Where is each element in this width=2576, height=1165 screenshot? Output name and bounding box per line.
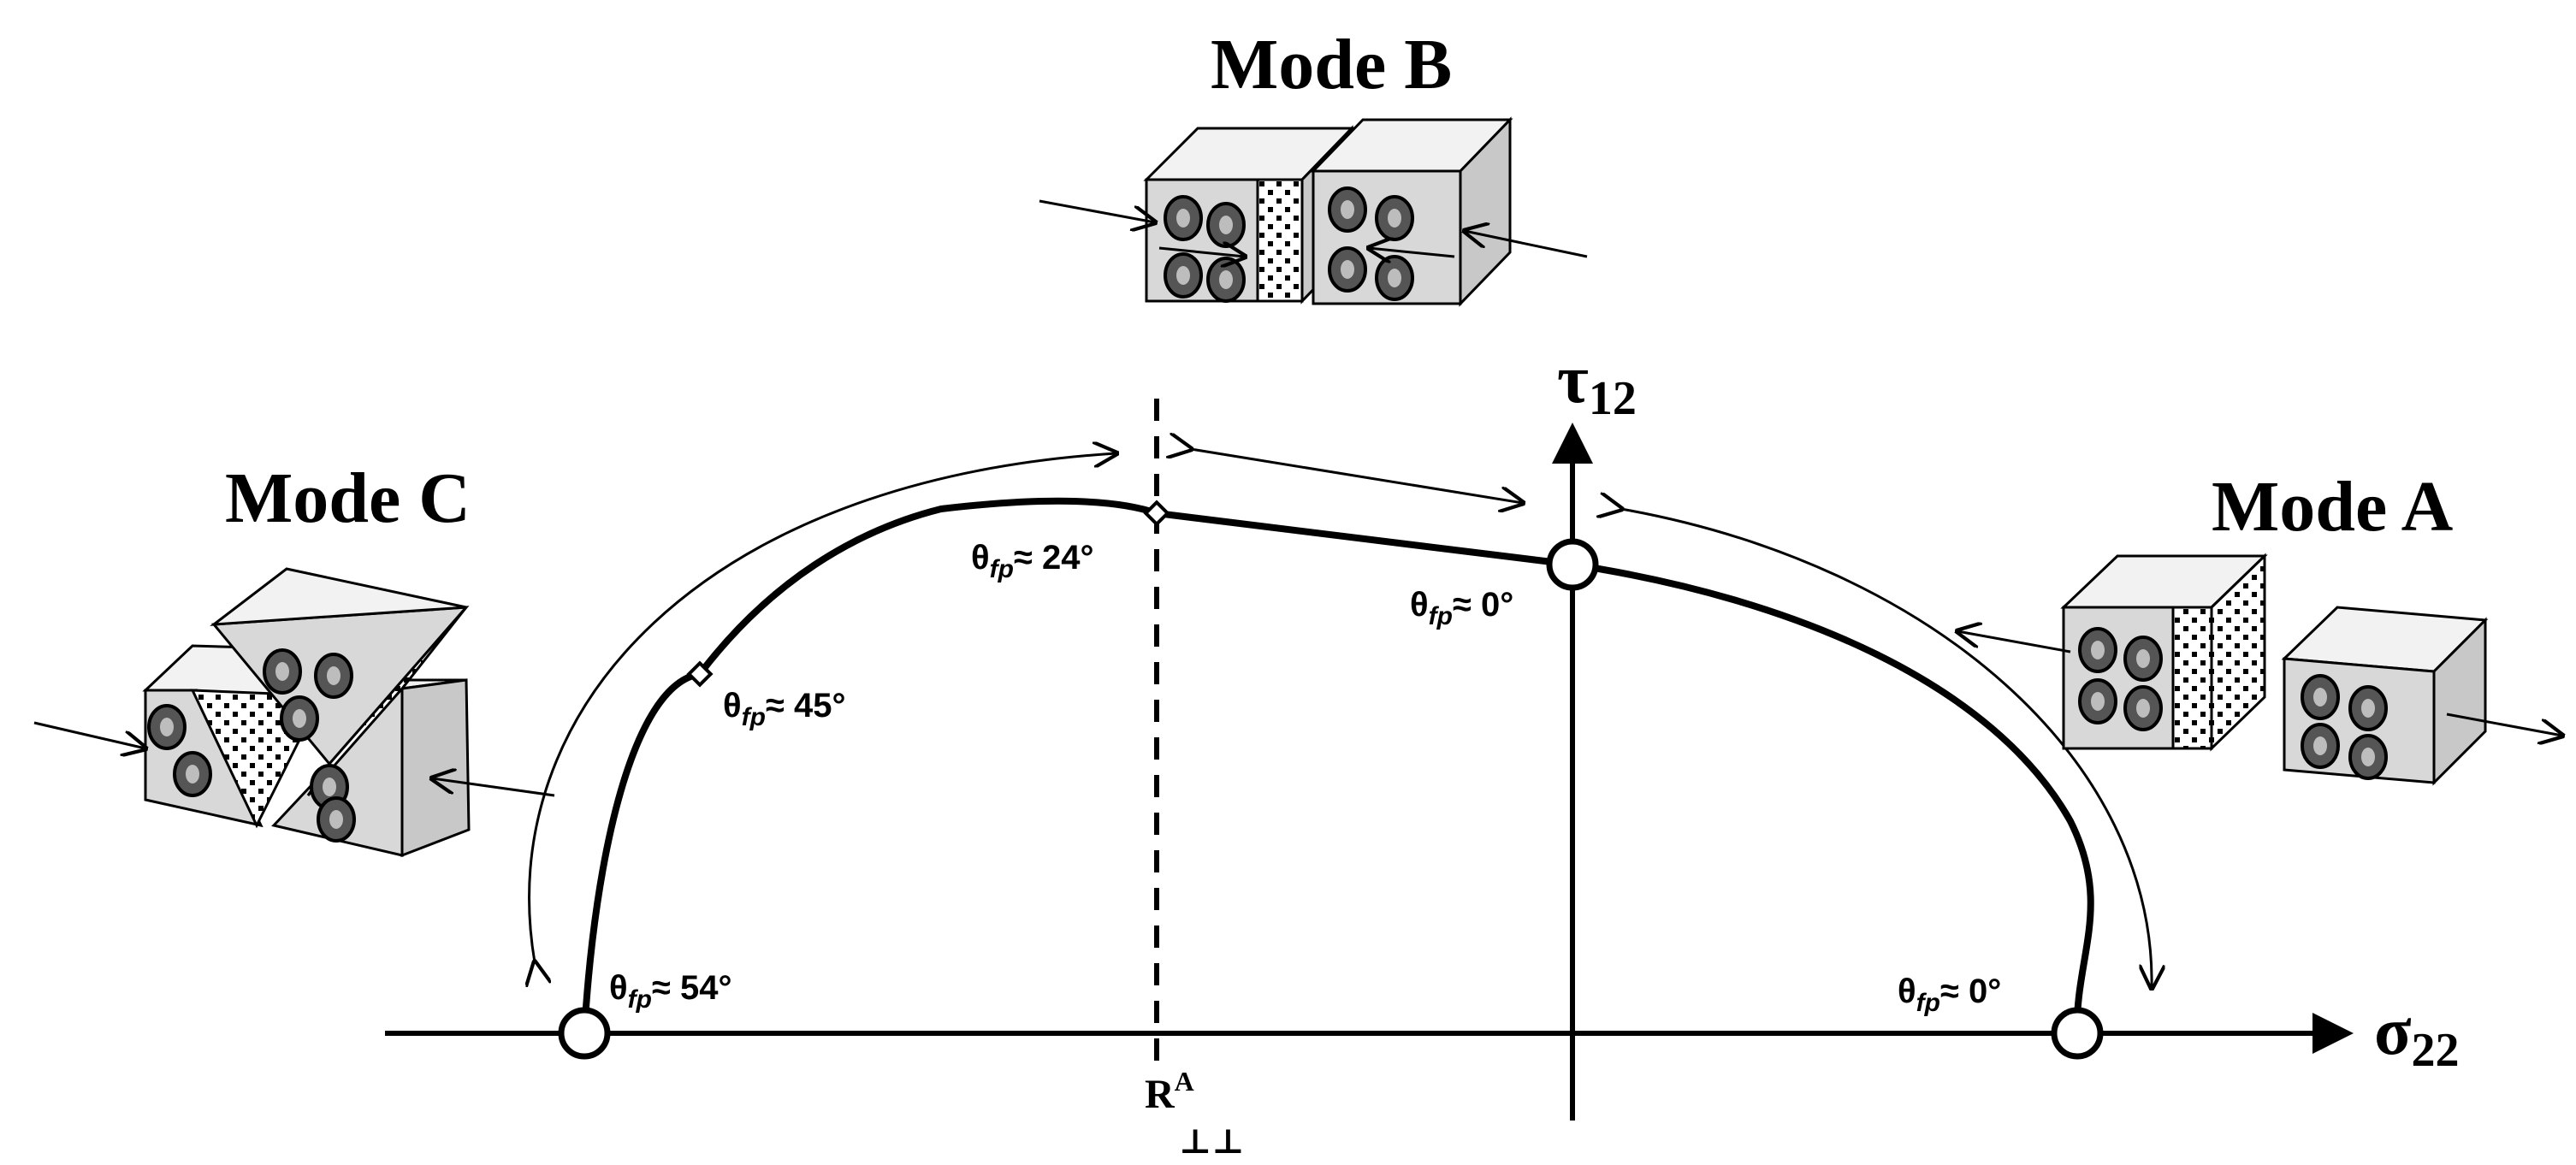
mode-c-envelope-curve xyxy=(581,497,1158,1034)
mode-b-range-arrow xyxy=(1191,449,1523,503)
r-perp-perp-label: RA xyxy=(1145,1066,1194,1117)
r-perp-perp-subscript: ⊥⊥ xyxy=(1179,1122,1245,1161)
mode-b-title: Mode B xyxy=(1211,25,1452,104)
tension-strength-circle xyxy=(2051,1007,2104,1060)
theta-label-54: θfp≈ 54° xyxy=(609,969,732,1014)
transition-point-24-diamond xyxy=(1143,500,1170,527)
mode-a-title: Mode A xyxy=(2212,467,2454,547)
theta-label-0-shear: θfp≈ 0° xyxy=(1410,586,1513,630)
mode-a-range-arrow xyxy=(1621,509,2152,988)
mode-b-envelope-line xyxy=(1156,510,1573,568)
mode-a-envelope-curve xyxy=(1572,561,2094,1034)
sigma22-label: σ22 xyxy=(2374,994,2460,1077)
theta-label-45: θfp≈ 45° xyxy=(723,687,846,731)
mode-b-specimen-illustration xyxy=(1039,116,1588,307)
compression-strength-circle xyxy=(558,1007,611,1060)
theta-label-24: θfp≈ 24° xyxy=(971,539,1094,583)
tau12-label: τ12 xyxy=(1557,342,1637,425)
mode-c-title: Mode C xyxy=(225,458,471,538)
theta-label-0-tension: θfp≈ 0° xyxy=(1898,973,2001,1017)
mode-c-specimen-illustration xyxy=(33,567,555,858)
mode-a-specimen-illustration xyxy=(1957,553,2562,786)
mode-c-range-arrow xyxy=(530,453,1116,962)
shear-strength-circle xyxy=(1546,538,1599,591)
